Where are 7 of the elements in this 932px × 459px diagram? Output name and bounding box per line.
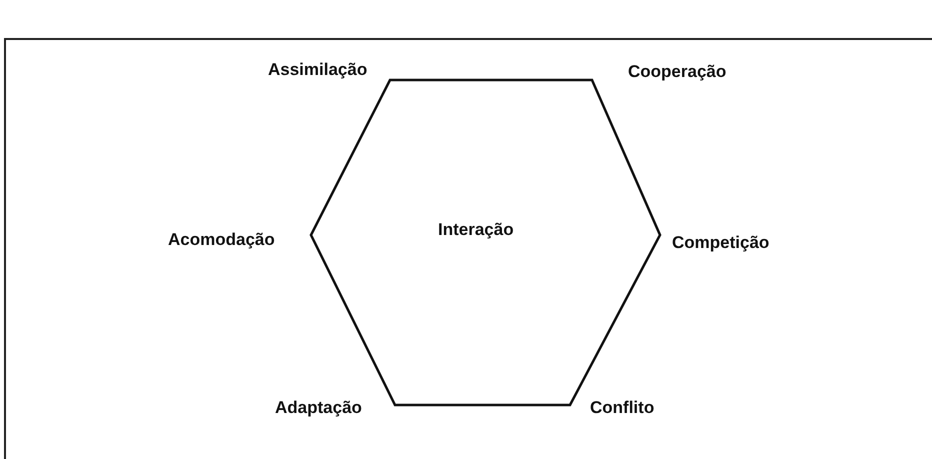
- vertex-label: Assimilação: [268, 60, 368, 80]
- vertex-label: Conflito: [590, 398, 654, 418]
- vertex-label: Competição: [672, 233, 770, 253]
- center-label: Interação: [438, 220, 514, 240]
- vertex-label: Adaptação: [275, 398, 362, 418]
- vertex-label: Cooperação: [628, 62, 726, 82]
- vertex-label: Acomodação: [168, 230, 275, 250]
